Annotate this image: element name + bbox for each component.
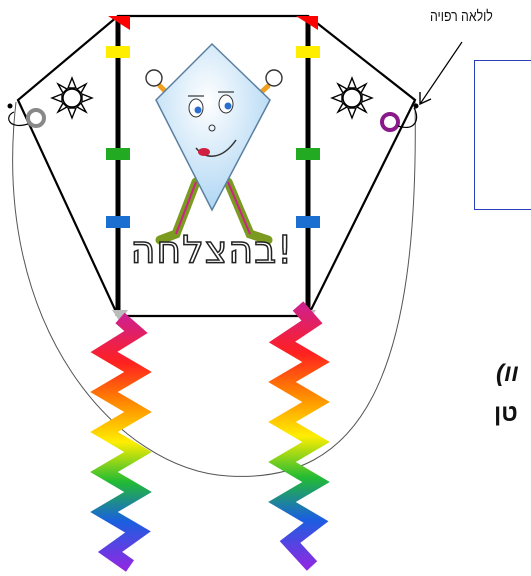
left-spar-markers xyxy=(106,46,130,228)
good-luck-banner: בהצלחה! xyxy=(130,227,294,273)
left-top-cap xyxy=(108,16,130,30)
slack-loop-label: לולאה רפויה xyxy=(430,8,493,25)
right-tail xyxy=(268,301,330,571)
sun-icon xyxy=(330,76,374,120)
left-tail xyxy=(90,312,152,572)
info-box xyxy=(474,60,531,210)
kite-mascot-icon xyxy=(145,42,283,245)
right-top-cap xyxy=(296,16,318,30)
left-bottom-cap xyxy=(112,310,128,322)
loop-ring-icon xyxy=(7,103,46,128)
right-spar-markers xyxy=(296,46,320,228)
loop-ring-icon xyxy=(380,103,419,132)
callout-arrow xyxy=(419,41,463,106)
cropped-text-fragment: טן xyxy=(494,400,518,427)
bridle-string xyxy=(12,99,416,477)
sun-icon xyxy=(50,76,94,120)
cropped-text-fragment: (וו xyxy=(496,360,519,387)
